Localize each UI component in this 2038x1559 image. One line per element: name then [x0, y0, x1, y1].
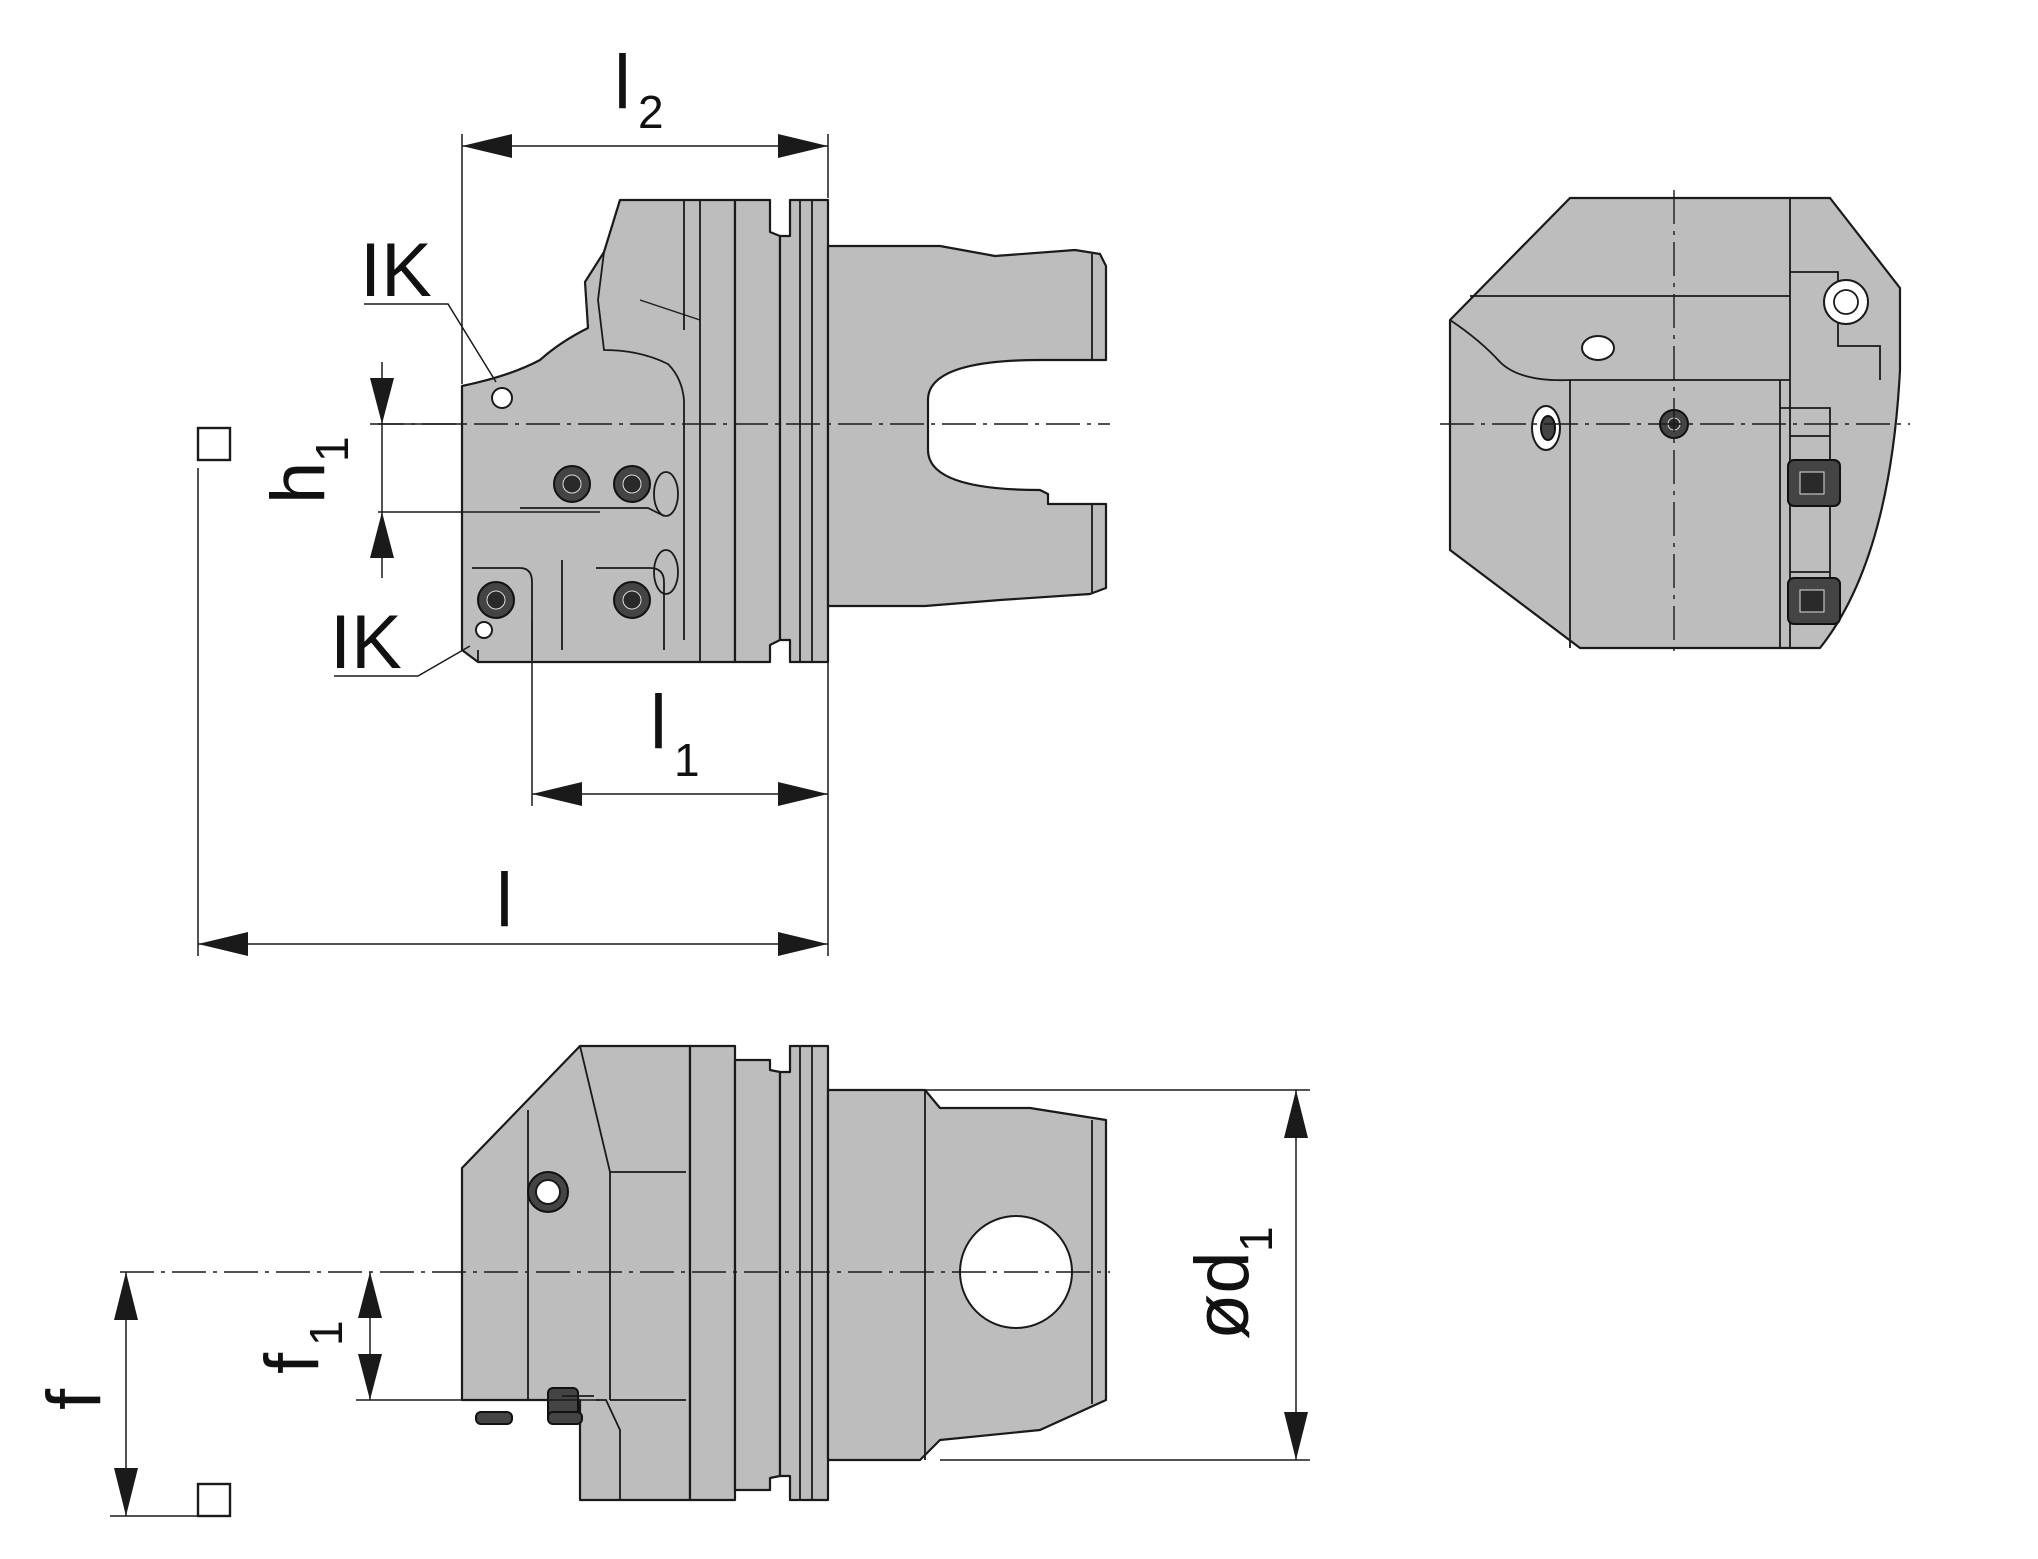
reference-square-icon	[196, 426, 232, 462]
reference-square-icon	[196, 1482, 232, 1518]
dimension-l: l	[197, 468, 829, 956]
side-view	[1440, 190, 1910, 656]
label-d1: ød	[1180, 1251, 1265, 1340]
coolant-port-icon	[527, 1171, 569, 1213]
label-l2: l	[614, 40, 631, 125]
coolant-port-icon	[475, 621, 493, 639]
ik-top-label: IK	[360, 228, 432, 313]
dimension-l1: l 1	[531, 620, 829, 806]
screw-icon	[553, 465, 591, 503]
label-h1: h	[256, 462, 341, 504]
port-icon	[1531, 405, 1561, 451]
ik-callouts: IK IK	[330, 228, 497, 685]
label-f1: f	[250, 1352, 335, 1374]
clamp-icon	[1787, 577, 1841, 625]
front-view	[370, 198, 1110, 664]
ik-bottom-label: IK	[330, 600, 402, 685]
dimension-l2: l 2	[461, 40, 829, 384]
label-f1-sub: 1	[300, 1320, 352, 1346]
coolant-port-icon	[1581, 335, 1615, 361]
label-l: l	[496, 858, 513, 943]
label-f: f	[32, 1388, 117, 1410]
screw-icon	[547, 1387, 583, 1425]
label-l1-sub: 1	[674, 734, 700, 786]
dimension-d1: ød 1	[925, 1089, 1310, 1461]
label-d1-sub: 1	[1230, 1226, 1282, 1252]
screw-icon	[477, 581, 515, 619]
label-l1: l	[650, 680, 667, 765]
dimension-h1: h 1	[256, 362, 600, 578]
bottom-view	[120, 1044, 1110, 1502]
dimension-f1: f 1	[250, 1272, 600, 1401]
screw-icon	[613, 465, 651, 503]
clamp-icon	[1787, 459, 1841, 507]
coolant-port-icon	[491, 387, 513, 409]
hex-screw-icon	[1823, 279, 1869, 325]
label-h1-sub: 1	[306, 436, 358, 462]
screw-icon	[475, 1411, 513, 1425]
label-l2-sub: 2	[638, 86, 664, 138]
dimension-f: f	[32, 1272, 138, 1516]
screw-icon	[613, 581, 651, 619]
